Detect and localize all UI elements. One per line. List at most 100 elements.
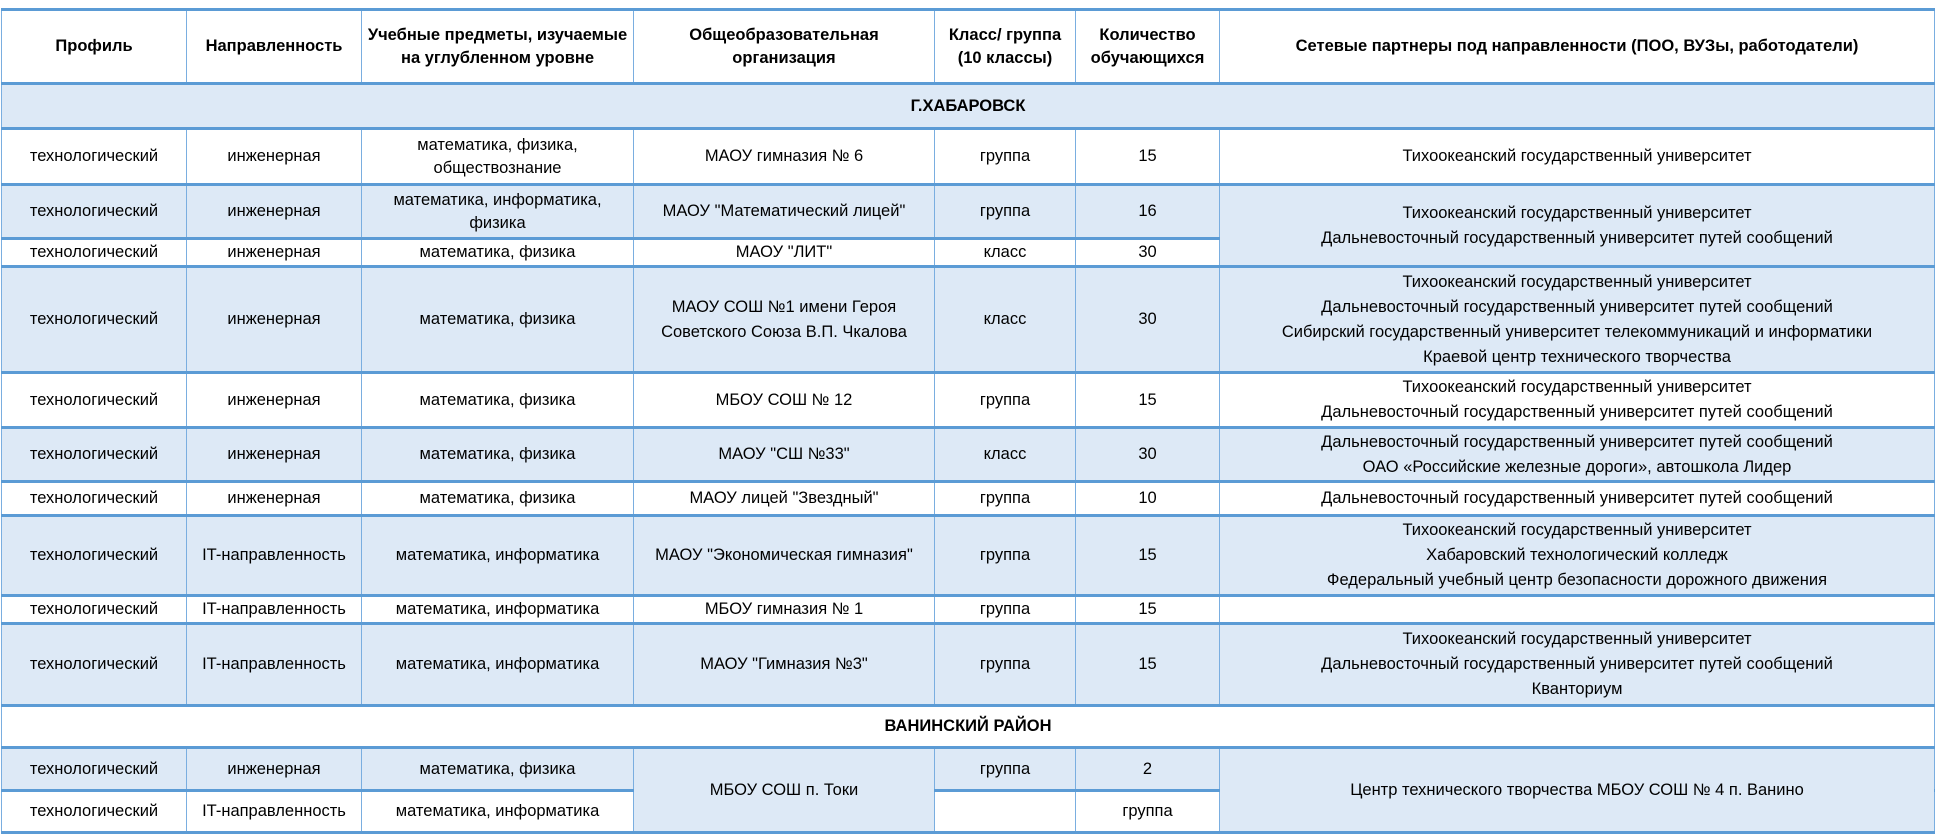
organization-cell: МАОУ гимназия № 6 (633, 127, 935, 186)
class-group-cell: класс (934, 265, 1076, 374)
class-group-cell: группа (934, 183, 1076, 240)
direction-cell: IT-направленность (186, 789, 362, 834)
partners-cell: Дальневосточный государственный универси… (1219, 480, 1935, 517)
header-subjects: Учебные предметы, изучаемые на углубленн… (361, 8, 634, 85)
organization-cell: МБОУ гимназия № 1 (633, 594, 935, 625)
partners-cell: Тихоокеанский государственный университе… (1219, 265, 1935, 374)
direction-cell: инженерная (186, 237, 362, 268)
partner-name: Федеральный учебный центр безопасности д… (1326, 571, 1828, 589)
header-class-group: Класс/ группа (10 классы) (934, 8, 1076, 85)
partner-name: Центр технического творчества МБОУ СОШ №… (1350, 780, 1804, 799)
organization-cell: МАОУ "Экономическая гимназия" (633, 514, 935, 597)
direction-cell: инженерная (186, 371, 362, 429)
partner-name: Тихоокеанский государственный университе… (1402, 521, 1752, 539)
class-group-cell: группа (1075, 789, 1220, 834)
partner-name: Тихоокеанский государственный университе… (1402, 272, 1752, 291)
profile-cell: технологический (1, 127, 187, 186)
student-count-cell: 15 (1075, 514, 1220, 597)
student-count-cell: 2 (1075, 746, 1220, 792)
profile-cell: технологический (1, 265, 187, 374)
section-title: ВАНИНСКИЙ РАЙОН (1, 704, 1935, 749)
profile-cell: технологический (1, 622, 187, 707)
profile-cell: технологический (1, 480, 187, 517)
partners-cell: Тихоокеанский государственный университе… (1219, 622, 1935, 707)
direction-cell: IT-направленность (186, 594, 362, 625)
class-group-cell: группа (934, 622, 1076, 707)
partners-cell: Тихоокеанский государственный университе… (1219, 514, 1935, 597)
partner-name: Краевой центр технического творчества (1423, 347, 1731, 366)
section-row: Г.ХАБАРОВСК (1, 82, 1935, 130)
profile-cell: технологический (1, 237, 187, 268)
organization-cell: МАОУ "СШ №33" (633, 426, 935, 483)
partner-name: Дальневосточный государственный универси… (1321, 403, 1833, 421)
subjects-cell: математика, физика (361, 746, 634, 792)
direction-cell: инженерная (186, 426, 362, 483)
partner-name: Дальневосточный государственный универси… (1321, 655, 1833, 673)
profile-cell: технологический (1, 789, 187, 834)
direction-cell: инженерная (186, 183, 362, 240)
partner-name: Тихоокеанский государственный университе… (1402, 203, 1752, 222)
subjects-cell: математика, информатика (361, 514, 634, 597)
organization-cell: МБОУ СОШ п. Токи (633, 746, 935, 834)
class-group-cell: группа (934, 371, 1076, 429)
direction-cell: IT-направленность (186, 514, 362, 597)
subjects-cell: математика, физика (361, 265, 634, 374)
organization-cell: МАОУ "ЛИТ" (633, 237, 935, 268)
subjects-cell: математика, информатика (361, 594, 634, 625)
student-count-cell: 10 (1075, 480, 1220, 517)
direction-cell: IT-направленность (186, 622, 362, 707)
profile-cell: технологический (1, 746, 187, 792)
partner-name: Дальневосточный государственный универси… (1321, 489, 1833, 507)
partners-cell: Тихоокеанский государственный университе… (1219, 127, 1935, 186)
partner-name: Дальневосточный государственный универси… (1321, 228, 1833, 247)
partners-cell: Тихоокеанский государственный университе… (1219, 371, 1935, 429)
partner-name: Кванториум (1531, 680, 1623, 698)
partner-name: Дальневосточный государственный универси… (1321, 297, 1833, 316)
subjects-cell: математика, физика (361, 426, 634, 483)
subjects-cell: математика, физика (361, 371, 634, 429)
partner-name: Сибирский государственный университет те… (1281, 322, 1873, 341)
profile-cell: технологический (1, 514, 187, 597)
student-count-cell: 15 (1075, 622, 1220, 707)
student-count-cell: 15 (1075, 127, 1220, 186)
header-direction: Направленность (186, 8, 362, 85)
section-title: Г.ХАБАРОВСК (1, 82, 1935, 130)
subjects-cell: математика, информатика, физика (361, 183, 634, 240)
class-group-cell: класс (934, 426, 1076, 483)
partner-name: Тихоокеанский государственный университе… (1402, 378, 1752, 396)
partner-name: ОАО «Российские железные дороги», автошк… (1362, 457, 1792, 476)
partners-cell (1219, 594, 1935, 625)
class-group-cell: класс (934, 237, 1076, 268)
student-count-cell: 16 (1075, 183, 1220, 240)
profile-cell: технологический (1, 426, 187, 483)
profile-cell: технологический (1, 371, 187, 429)
class-group-cell: группа (934, 480, 1076, 517)
header-profile: Профиль (1, 8, 187, 85)
header-organization: Общеобразовательная организация (633, 8, 935, 85)
student-count-cell: 15 (1075, 371, 1220, 429)
student-count-cell: 15 (1075, 594, 1220, 625)
subjects-cell: математика, информатика (361, 622, 634, 707)
direction-cell: инженерная (186, 127, 362, 186)
partner-name: Тихоокеанский государственный университе… (1402, 630, 1752, 648)
class-group-cell: группа (934, 746, 1076, 792)
class-group-cell: группа (934, 594, 1076, 625)
class-group-cell: группа (934, 127, 1076, 186)
direction-cell: инженерная (186, 265, 362, 374)
organization-cell: МАОУ "Математический лицей" (633, 183, 935, 240)
organization-cell: МБОУ СОШ № 12 (633, 371, 935, 429)
student-count-cell: 30 (1075, 426, 1220, 483)
direction-cell: инженерная (186, 480, 362, 517)
subjects-cell: математика, физика, обществознание (361, 127, 634, 186)
